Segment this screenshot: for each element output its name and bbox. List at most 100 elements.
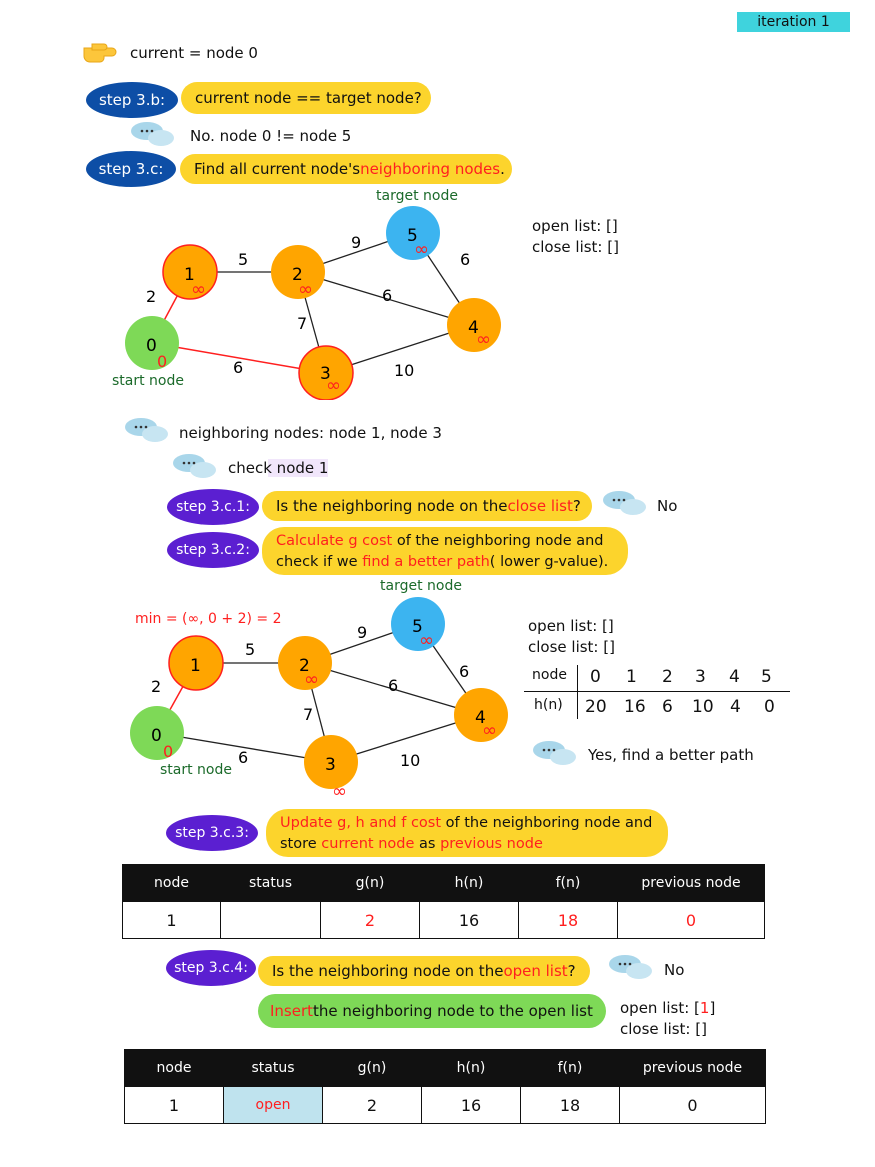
- graph1-start-label: start node: [112, 373, 184, 389]
- step-3c4-answer: No: [664, 961, 685, 979]
- step-3c1-before: Is the neighboring node on the: [276, 497, 508, 515]
- table-row: 1 2 16 18 0: [122, 901, 765, 939]
- table-header-cell: f(n): [518, 864, 618, 902]
- node-id: 0: [151, 726, 162, 746]
- step-3c2-badge: step 3.c.2:: [167, 532, 259, 568]
- edge-weight-3-4: 10: [400, 751, 420, 770]
- step-3c2-line-1: Calculate g cost of the neighboring node…: [276, 531, 614, 552]
- h-value-2: 6: [662, 697, 673, 717]
- step-3c2-highlight-2: find a better path: [362, 554, 490, 570]
- node-cost: ∞: [298, 279, 313, 300]
- chat-bubble-icon: [131, 122, 174, 146]
- step-3c-badge: step 3.c:: [86, 151, 176, 187]
- graph1-node-2: 2 ∞: [271, 245, 325, 300]
- node-cost: ∞: [326, 375, 341, 396]
- edge-weight-2-5: 9: [351, 233, 361, 252]
- step-3c1-highlight: close list: [507, 497, 573, 515]
- graph1-node-4: 4 ∞: [447, 298, 501, 352]
- final-open-list: open list: [1]: [620, 999, 715, 1017]
- graph1-node-5: 5 ∞: [386, 206, 440, 260]
- graph1-node-1: 1 ∞: [162, 244, 218, 300]
- table-cell-node: 1: [122, 901, 221, 939]
- chat-bubble-icon: [533, 741, 576, 765]
- edge-weight-2-3: 7: [297, 314, 307, 333]
- graph-1: 2 5 9 6 6 7 6 10 0 0 1 ∞ 2 ∞ 3 ∞ 4 ∞ 5 ∞: [125, 206, 501, 400]
- step-3c-label: step 3.c:: [98, 160, 164, 178]
- h-node-0: 0: [590, 667, 601, 687]
- step-3b-label: step 3.b:: [98, 91, 166, 109]
- step-3c-text-before: Find all current node's: [194, 160, 361, 178]
- node-table-2: node status g(n) h(n) f(n) previous node…: [124, 1049, 766, 1124]
- step-3c3-text-3: as: [414, 836, 441, 852]
- table-header-cell: h(n): [421, 1049, 521, 1087]
- node-cost: ∞: [332, 781, 347, 800]
- table-cell-g: 2: [320, 901, 420, 939]
- step-3c3-label: step 3.c.3:: [175, 825, 249, 841]
- node-id: 3: [320, 364, 331, 384]
- graph2-node-3: 3 ∞: [304, 735, 358, 800]
- h-value-5: 0: [764, 697, 775, 717]
- node-cost: ∞: [482, 720, 497, 741]
- h-table-vline: [577, 665, 578, 719]
- node-id: 1: [190, 656, 201, 676]
- graph2-node-5: 5 ∞: [391, 597, 445, 651]
- step-3c4-badge: step 3.c.4:: [166, 950, 256, 986]
- graph1-target-label: target node: [376, 188, 458, 204]
- step-3c-text-after: .: [500, 160, 505, 178]
- graph2-start-label: start node: [160, 762, 232, 778]
- graph1-open-list: open list: []: [532, 217, 618, 235]
- step-3c3-highlight-2: current node: [321, 836, 415, 852]
- pointing-hand-icon: [83, 43, 117, 63]
- insert-highlight: Insert: [270, 1002, 314, 1020]
- node-id: 1: [184, 265, 195, 285]
- table-header-cell: g(n): [320, 864, 420, 902]
- table-cell-status: [220, 901, 321, 939]
- step-3b-question-pill: current node == target node?: [181, 82, 431, 114]
- edge-weight-0-3: 6: [238, 748, 248, 767]
- node-id: 5: [412, 617, 423, 637]
- node-table-1: node status g(n) h(n) f(n) previous node…: [122, 864, 765, 939]
- step-3c1-pill: Is the neighboring node on the close lis…: [262, 491, 592, 521]
- graph2-node-4: 4 ∞: [454, 688, 508, 742]
- edge-weight-0-1: 2: [146, 287, 156, 306]
- step-3c4-highlight: open list: [503, 962, 568, 980]
- step-3c3-text-2: store: [280, 836, 322, 852]
- node-id: 5: [407, 226, 418, 246]
- table-cell-h: 16: [419, 901, 519, 939]
- graph2-node-2: 2 ∞: [278, 636, 332, 690]
- edge-weight-5-4: 6: [460, 250, 470, 269]
- table-cell-f: 18: [520, 1086, 620, 1124]
- node-id: 2: [299, 656, 310, 676]
- step-3c1-answer: No: [657, 497, 678, 515]
- graph2-node-0: 0 0: [130, 706, 184, 761]
- final-open-value: 1: [699, 999, 710, 1017]
- h-node-3: 3: [695, 667, 706, 687]
- step-3c2-pill: Calculate g cost of the neighboring node…: [262, 527, 628, 575]
- edge-0-3: [151, 342, 327, 374]
- table-header-cell: g(n): [322, 1049, 422, 1087]
- node-cost: ∞: [191, 279, 206, 300]
- final-open-suffix: ]: [709, 999, 716, 1017]
- node-id: 3: [325, 755, 336, 775]
- step-3b-question: current node == target node?: [195, 89, 422, 107]
- edge-2-4: [297, 271, 475, 326]
- iteration-label: iteration 1: [757, 14, 830, 30]
- table-header-row: node status g(n) h(n) f(n) previous node: [124, 1049, 766, 1087]
- edge-2-4: [304, 662, 482, 716]
- node-cost: ∞: [414, 239, 429, 260]
- node-id: 4: [468, 318, 479, 338]
- node-cost: ∞: [419, 630, 434, 651]
- insert-text: the neighboring node to the open list: [313, 1002, 593, 1020]
- table-cell-f: 18: [518, 901, 618, 939]
- edge-weight-3-4: 10: [394, 361, 414, 380]
- step-3c3-pill: Update g, h and f cost of the neighborin…: [266, 809, 668, 857]
- edge-weight-1-2: 5: [238, 250, 248, 269]
- h-node-2: 2: [662, 667, 673, 687]
- min-calculation-text: min = (∞, 0 + 2) = 2: [135, 611, 282, 627]
- iteration-tag: iteration 1: [737, 12, 850, 32]
- step-3c1-after: ?: [572, 497, 581, 515]
- table-cell-node: 1: [124, 1086, 224, 1124]
- step-3b-answer: No. node 0 != node 5: [190, 127, 352, 145]
- h-table-row-label: h(n): [534, 697, 563, 713]
- chat-bubble-icon: [125, 418, 168, 442]
